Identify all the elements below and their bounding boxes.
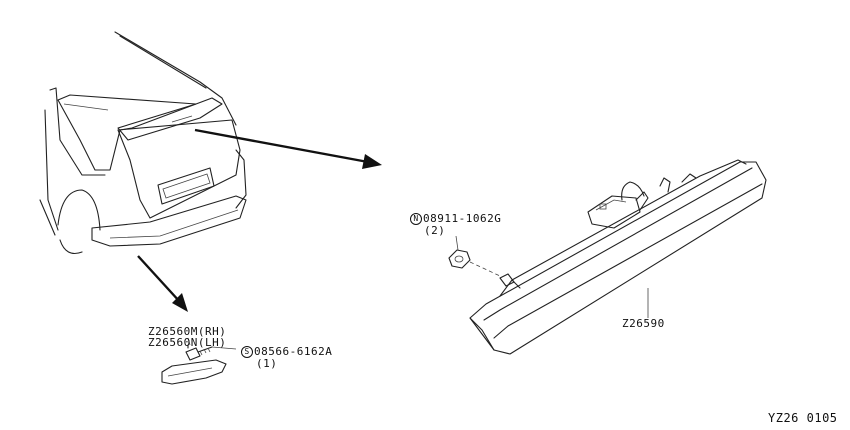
nut-part-number: 08911-1062G bbox=[423, 212, 502, 225]
diagram-id: YZ26 0105 bbox=[768, 411, 838, 425]
part-number-lh: Z26560N(LH) bbox=[148, 336, 227, 349]
screw-part bbox=[185, 337, 237, 361]
nut-part bbox=[448, 235, 501, 277]
side-bracket-part bbox=[161, 344, 227, 385]
lamp-part-number: Z26590 bbox=[622, 317, 665, 330]
car-rear-illustration bbox=[39, 31, 247, 255]
pointer-arrow-to-bracket bbox=[137, 255, 188, 312]
nut-marker-symbol: N bbox=[410, 213, 422, 225]
screw-marker-symbol: S bbox=[241, 346, 253, 358]
stop-lamp-assembly bbox=[469, 159, 767, 355]
pointer-arrow-to-lamp bbox=[194, 128, 382, 169]
part-number-rh: Z26560M(RH) bbox=[148, 325, 227, 338]
screw-quantity: (1) bbox=[256, 357, 278, 370]
nut-quantity: (2) bbox=[424, 224, 446, 237]
screw-part-number: 08566-6162A bbox=[254, 345, 333, 358]
